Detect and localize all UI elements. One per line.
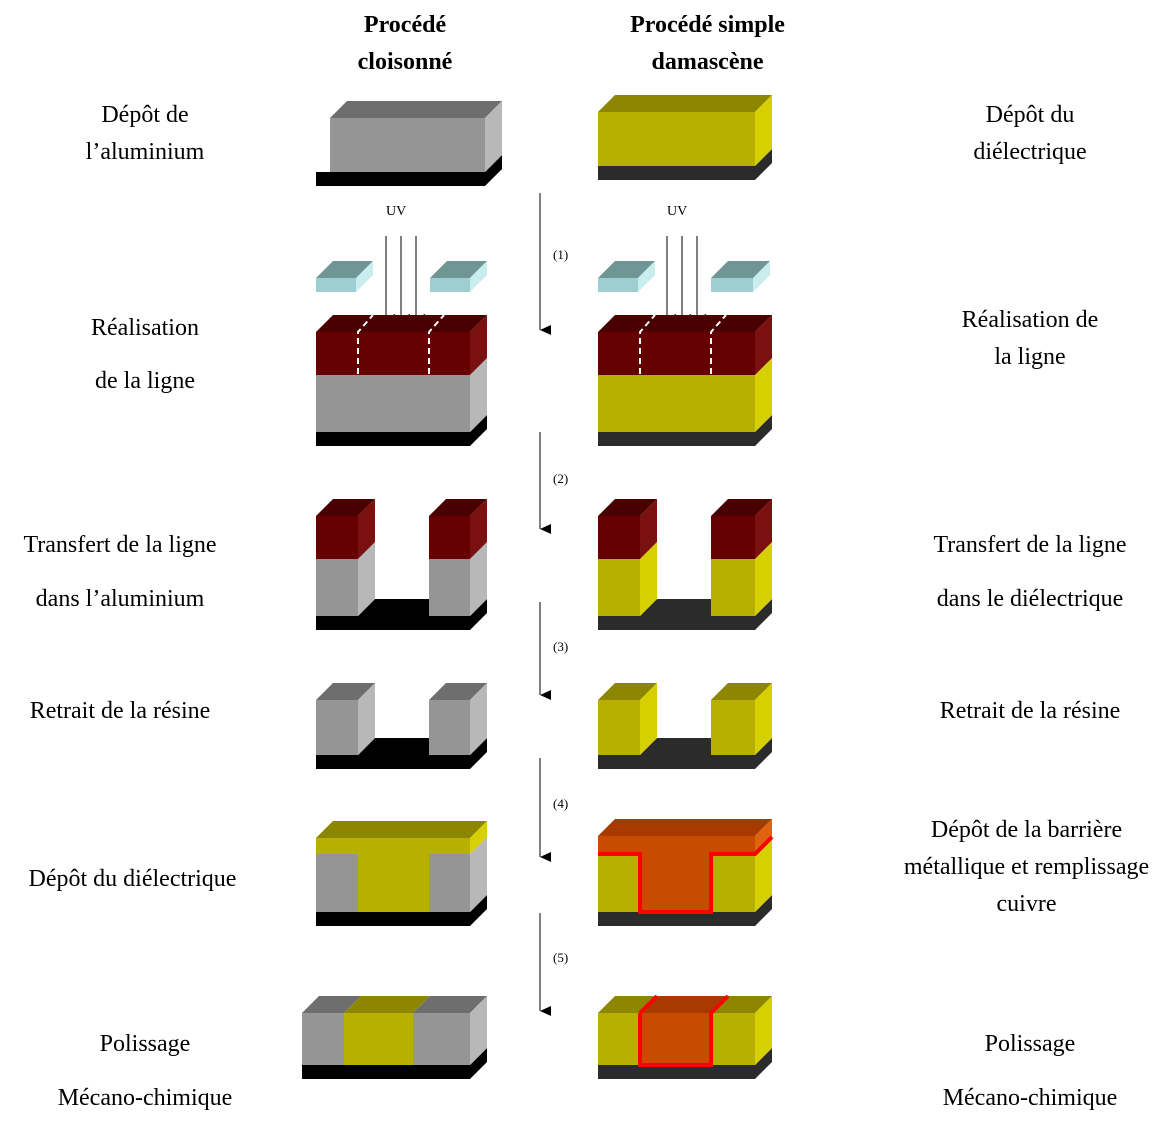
uv-label-left: UV	[386, 204, 406, 219]
mask-right-a	[598, 261, 655, 292]
left-stack-3	[316, 499, 487, 630]
left-process-header: Procédé cloisonné	[357, 12, 453, 75]
mask-left-a	[316, 261, 373, 292]
right-stack-6	[598, 994, 772, 1079]
left-stack-4	[316, 683, 487, 769]
left-stack-1	[316, 101, 502, 186]
step-arrows: (1) (2) (3) (4) (5)	[539, 193, 568, 1016]
right-stack-4	[598, 683, 772, 769]
right-stack-1	[598, 95, 772, 180]
step-label-1: (1)	[553, 247, 568, 262]
right-stack-5	[598, 819, 774, 926]
process-diagram: (1) (2) (3) (4) (5) UV	[302, 95, 774, 1079]
step-label-3: (3)	[553, 639, 568, 654]
left-step-label-5: Dépôt du diélectrique	[28, 866, 237, 892]
right-stack-3	[598, 499, 772, 630]
right-stack-2: UV	[598, 204, 772, 446]
right-step-label-4: Retrait de la résine	[939, 698, 1121, 724]
step-label-2: (2)	[553, 471, 568, 486]
right-process-header: Procédé simple damascène	[630, 12, 785, 75]
barrier-liner-5	[598, 835, 774, 914]
left-step-label-4: Retrait de la résine	[29, 698, 211, 724]
mask-right-b	[711, 261, 770, 292]
left-stack-5	[316, 821, 487, 926]
step-label-5: (5)	[553, 950, 568, 965]
left-stack-2: UV	[316, 204, 487, 446]
mask-left-b	[430, 261, 487, 292]
left-stack-6	[302, 996, 487, 1079]
barrier-liner-6	[638, 994, 730, 1067]
step-label-4: (4)	[553, 796, 568, 811]
uv-label-right: UV	[667, 204, 687, 219]
